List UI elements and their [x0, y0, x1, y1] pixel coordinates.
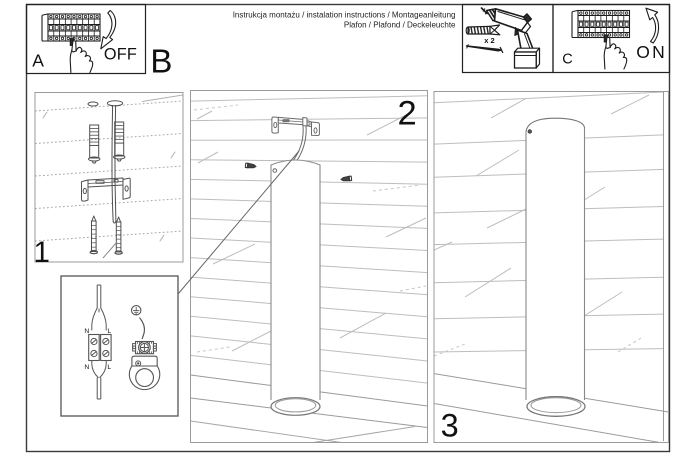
- svg-text:A: A: [32, 50, 44, 70]
- svg-text:B: B: [150, 42, 172, 79]
- svg-text:OFF: OFF: [104, 46, 137, 64]
- svg-text:C: C: [562, 52, 572, 68]
- svg-text:2: 2: [398, 95, 417, 133]
- svg-text:x 2: x 2: [484, 36, 494, 45]
- svg-text:ON: ON: [636, 42, 667, 62]
- svg-text:1: 1: [34, 236, 50, 269]
- svg-text:Plafon / Plafond / Deckeleucht: Plafon / Plafond / Deckeleuchte: [344, 21, 456, 30]
- svg-text:Instrukcja montażu / instalati: Instrukcja montażu / instalation instruc…: [233, 10, 456, 19]
- svg-text:N: N: [84, 364, 89, 371]
- svg-text:L: L: [107, 364, 111, 371]
- svg-text:3: 3: [441, 408, 459, 444]
